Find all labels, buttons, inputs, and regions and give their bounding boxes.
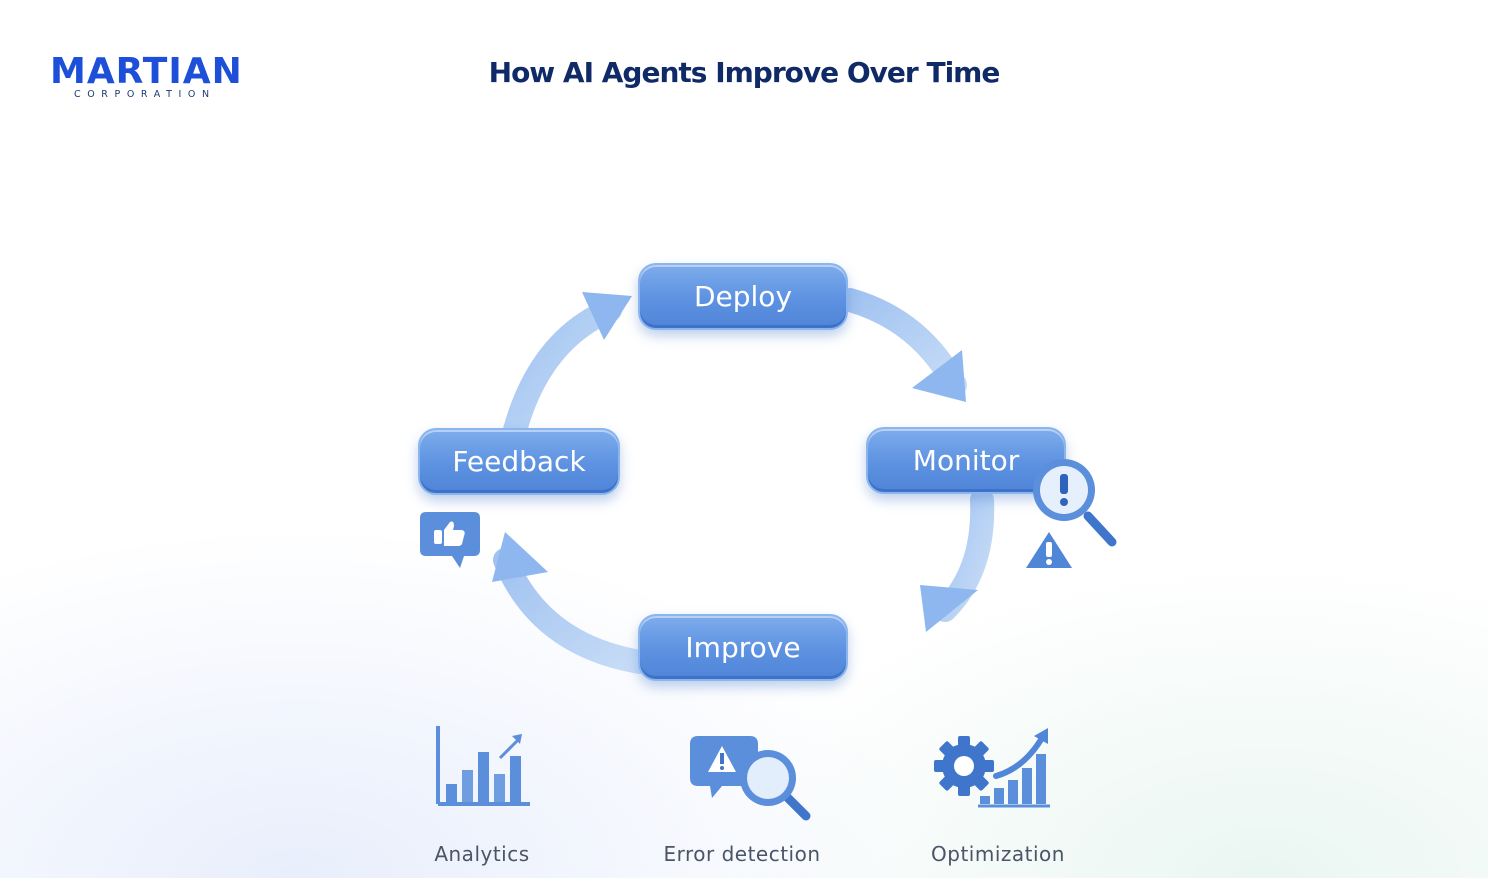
cycle-node-feedback: Feedback	[418, 428, 620, 495]
magnifier-warning-icon	[1026, 459, 1117, 568]
cycle-node-label: Monitor	[912, 444, 1020, 477]
page-title: How AI Agents Improve Over Time	[488, 56, 1001, 89]
arrowhead-3	[492, 532, 548, 582]
feature-optimization: Optimization	[888, 712, 1108, 866]
gear-growth-icon	[934, 728, 1050, 808]
logo-tagline: CORPORATION	[74, 89, 216, 100]
cycle-node-monitor: Monitor	[866, 427, 1066, 494]
warning-magnifier-icon	[690, 736, 811, 821]
arrowhead-4	[582, 292, 632, 340]
arrow-feedback-to-deploy	[503, 298, 622, 442]
cycle-node-label: Feedback	[452, 445, 586, 478]
arrowhead-1	[912, 350, 966, 402]
cycle-node-label: Deploy	[693, 280, 793, 313]
logo-wordmark: MARTIAN	[50, 51, 243, 92]
feature-error-detection: Error detection	[632, 712, 852, 866]
thumbs-up-bubble-icon	[420, 512, 480, 568]
company-logo: MARTIAN CORPORATION	[50, 52, 250, 102]
cycle-node-improve: Improve	[638, 614, 848, 681]
arrowhead-2	[920, 585, 978, 632]
cycle-node-label: Improve	[685, 631, 801, 664]
feature-label: Analytics	[434, 842, 530, 866]
bar-chart-icon	[436, 726, 530, 806]
feature-analytics: Analytics	[372, 712, 592, 866]
feature-label: Error detection	[663, 842, 821, 866]
feature-label: Optimization	[931, 842, 1065, 866]
arrow-improve-to-feedback	[493, 548, 652, 674]
cycle-node-deploy: Deploy	[638, 263, 848, 330]
